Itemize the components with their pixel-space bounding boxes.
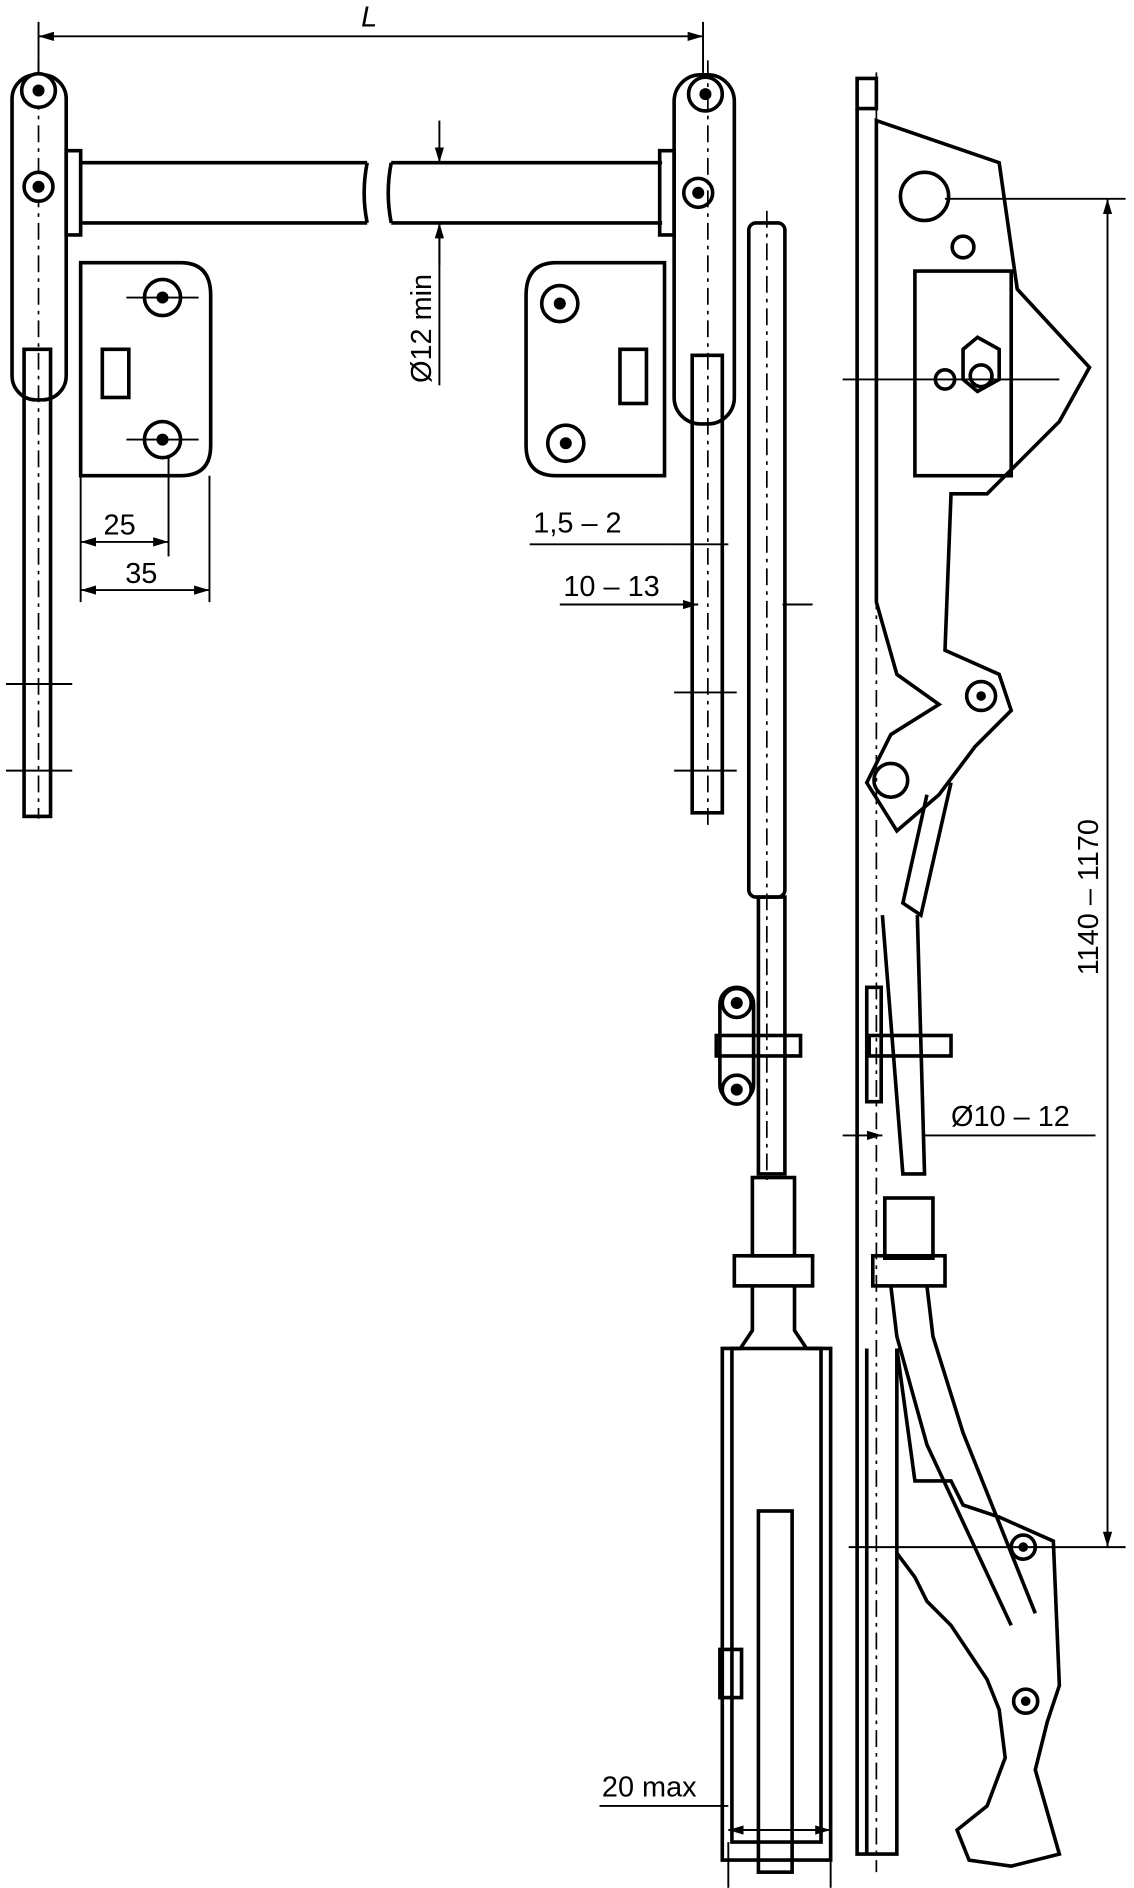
front-handle-assembly: 20 max: [599, 895, 833, 1888]
gap-label: 1,5 – 2: [533, 507, 621, 539]
rod-diameter-label: Ø12 min: [406, 274, 438, 383]
pin-diameter-label: Ø10 – 12: [951, 1101, 1070, 1133]
side-view-assembly: 1140 – 1170 Ø10 – 12: [842, 72, 1126, 1873]
clearance-label: 10 – 13: [563, 571, 659, 603]
height-range-label: 1140 – 1170: [1073, 819, 1105, 975]
offset-small-label: 25: [104, 510, 136, 542]
left-mounting-plate: 25 35: [78, 260, 213, 603]
offset-large-label: 35: [125, 558, 157, 590]
max-width-label: 20 max: [602, 1771, 697, 1803]
dimension-length-label: L: [361, 2, 377, 34]
dimension-length: L: [37, 2, 704, 75]
horizontal-rod: Ø12 min: [80, 120, 676, 386]
right-hinge-assembly: 1,5 – 2 10 – 13: [524, 60, 813, 1180]
left-hinge-assembly: [6, 60, 83, 819]
